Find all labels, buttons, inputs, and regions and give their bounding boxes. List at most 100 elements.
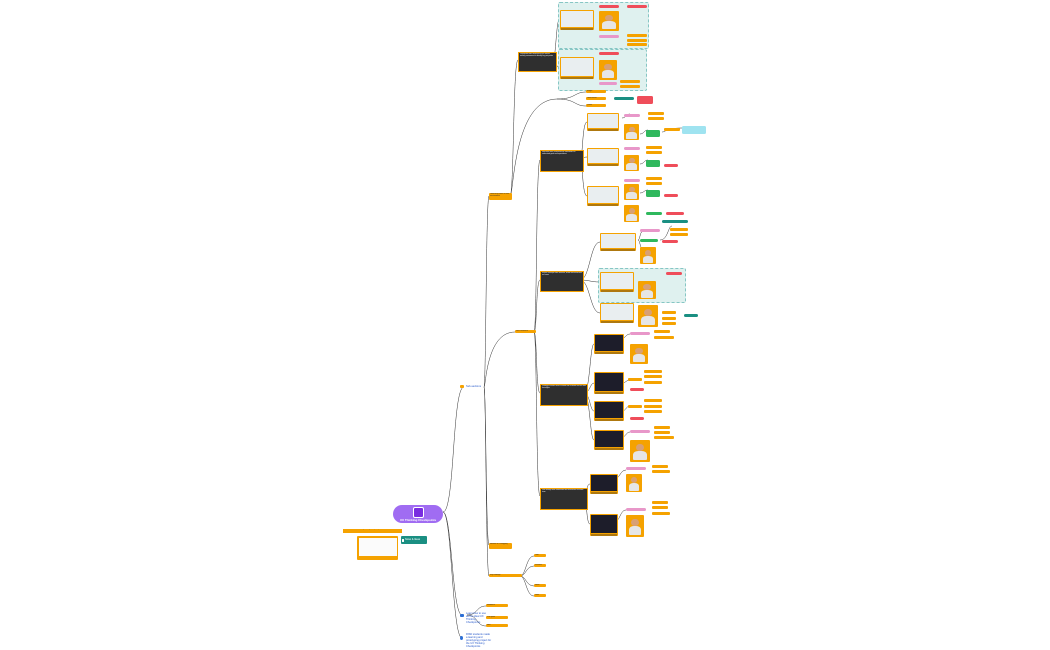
persona-card[interactable] [630,344,648,364]
leaf-stack[interactable] [670,228,688,231]
leaf-stack[interactable] [627,34,647,37]
tag-green[interactable] [646,160,660,167]
link-item-2[interactable]: RISD students made a learning and protot… [466,633,492,648]
tag-red[interactable] [627,5,647,8]
persona-card[interactable] [624,184,639,200]
leaf-stack[interactable] [648,117,664,120]
image-card[interactable] [600,233,636,251]
leaf-stack[interactable] [628,378,642,381]
image-card[interactable] [587,113,619,131]
leaf-stack[interactable] [644,375,662,378]
persona-card[interactable] [624,124,639,140]
leaf-stack[interactable] [646,177,662,180]
note-card-1[interactable]: Participants were observed in their natu… [518,52,557,72]
link-item-1[interactable]: Learn how to use as the ideal UX Thinkin… [466,612,486,624]
leaf-stack[interactable] [646,151,662,154]
root-node[interactable]: UX Thinking Checkpoints [393,505,443,523]
tag-red[interactable] [630,388,644,391]
leaf-stack[interactable] [654,330,670,333]
persona-card[interactable] [626,474,642,492]
tag-pink[interactable] [630,430,650,433]
persona-card[interactable] [599,11,619,31]
image-card[interactable] [594,430,624,450]
leaf-stack[interactable] [652,506,668,509]
leaf-stack[interactable] [652,512,670,515]
tag-green[interactable] [646,130,660,137]
persona-card[interactable] [599,60,617,80]
tag-red[interactable] [599,5,619,8]
tag-pink[interactable] [624,114,640,117]
image-card[interactable] [590,474,618,494]
tag-red[interactable] [664,164,678,167]
image-card[interactable] [560,10,594,30]
tag-teal[interactable] [614,97,634,100]
leaf-stack[interactable] [662,317,676,320]
leaf-stack[interactable] [646,182,662,185]
image-card[interactable] [587,148,619,166]
leaf-node[interactable]: Observation [586,97,606,100]
leaf-stack[interactable] [644,399,662,402]
persona-card[interactable] [624,205,639,222]
persona-card[interactable] [640,247,656,264]
leaf-stack[interactable] [644,381,662,384]
leaf-stack[interactable] [628,405,642,408]
summary-image-card[interactable] [357,536,398,560]
leaf-stack[interactable] [654,431,670,434]
tag-red[interactable] [666,212,684,215]
tag-pink[interactable] [624,179,640,182]
leaf-stack[interactable] [654,426,670,429]
leaf-stack[interactable] [652,501,668,504]
leaf-node[interactable]: Goal [534,594,546,597]
image-card[interactable] [594,334,624,354]
main-branch-label[interactable]: Sub-sections [466,385,481,388]
tag-cyan[interactable] [682,126,706,134]
section-observing[interactable]: Observing users in their environment [489,193,512,200]
leaf-stack[interactable] [662,311,676,314]
leaf-node[interactable]: Feedback [486,604,508,607]
leaf-stack[interactable] [670,233,688,236]
section-research[interactable]: User Research [515,330,536,333]
persona-card[interactable] [624,155,639,171]
tag-pink[interactable] [630,332,650,335]
notes-node[interactable]: Notes & Ideas [401,536,427,544]
leaf-stack[interactable] [654,436,674,439]
persona-card[interactable] [630,440,650,462]
leaf-stack[interactable] [652,465,668,468]
leaf-node[interactable]: Pain point [486,616,508,619]
tag-pink[interactable] [599,35,619,38]
leaf-node[interactable]: Quote [586,104,606,107]
leaf-stack[interactable] [627,43,647,46]
tag-green[interactable] [646,190,660,197]
leaf-node[interactable]: Need [534,584,546,587]
persona-card[interactable] [626,515,644,537]
leaf-stack[interactable] [662,322,676,325]
leaf-node[interactable]: Persona [534,564,546,567]
leaf-stack[interactable] [620,80,640,83]
note-card-3[interactable]: Several concepts were sketched, tested a… [540,271,584,292]
leaf-stack[interactable] [652,470,670,473]
leaf-stack[interactable] [648,112,664,115]
leaf-stack[interactable] [620,85,640,88]
section-findings[interactable]: Key Findings [489,574,522,577]
leaf-stack[interactable] [654,336,674,339]
tag-green[interactable] [640,239,658,242]
leaf-stack[interactable] [646,146,662,149]
image-card[interactable] [600,272,634,292]
tag-red[interactable] [666,272,682,275]
section-ideation[interactable]: Ideation & Prototyping [489,543,512,549]
tag-red[interactable] [664,194,678,197]
image-card[interactable] [594,401,624,421]
tag-red[interactable] [630,417,644,420]
tag-pink[interactable] [640,229,660,232]
note-card-5[interactable]: Final findings were summarised and share… [540,488,588,510]
leaf-node[interactable]: Task [534,554,546,557]
image-card[interactable] [590,514,618,536]
tag-red[interactable] [599,52,619,55]
leaf-stack[interactable] [644,405,662,408]
leaf-stack[interactable] [644,370,662,373]
leaf-node[interactable]: Idea [486,624,508,627]
tag-pink[interactable] [624,147,640,150]
leaf-stack[interactable] [627,39,647,42]
leaf-node[interactable]: Insight [586,90,606,93]
image-card[interactable] [587,186,619,206]
